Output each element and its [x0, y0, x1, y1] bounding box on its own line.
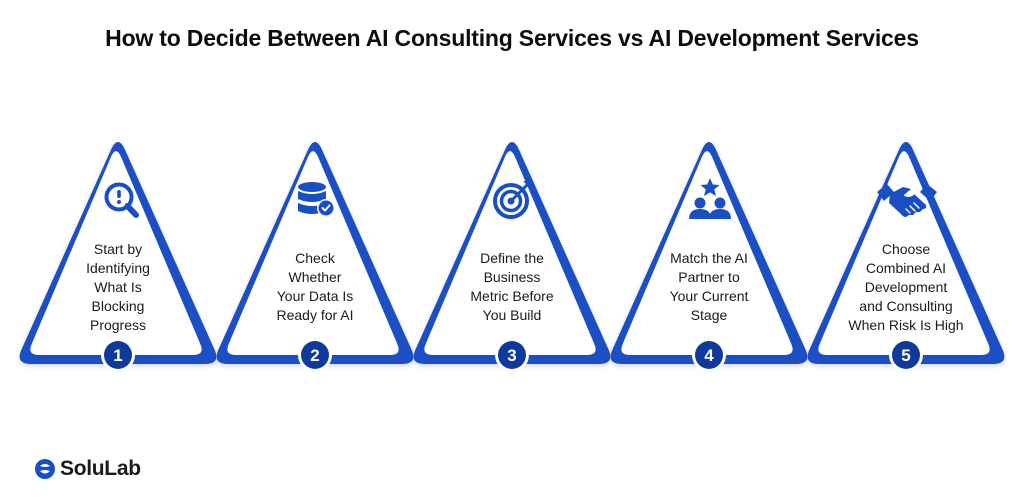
step-card [818, 151, 990, 355]
step-number: 5 [901, 346, 910, 365]
logo-text: SoluLab [60, 457, 141, 480]
step-card [227, 151, 399, 355]
step-label-line: When Risk Is High [848, 316, 964, 333]
target-arrow-icon [493, 181, 531, 219]
step-label-line: Your Data Is [276, 288, 354, 304]
team-star-icon [689, 178, 731, 219]
step-1: 1 [19, 142, 217, 372]
step-number: 2 [310, 346, 319, 365]
step-label-line: Whether [288, 269, 342, 285]
step-label-line: Identifying [86, 259, 150, 276]
step-number: 3 [507, 346, 516, 365]
step-label-line: What Is [94, 278, 142, 295]
step-label-line: Progress [89, 316, 147, 333]
step-label-line: Ready for AI [276, 307, 354, 323]
step-label-line: Match the AI [670, 250, 748, 266]
step-number: 1 [113, 346, 122, 365]
solulab-logo-icon [35, 459, 55, 479]
step-label-line: Start by [93, 240, 143, 257]
step-label-line: Partner to [678, 269, 740, 285]
step-5: 5 [807, 142, 1005, 372]
step-label-line: Development [864, 278, 948, 295]
step-number: 4 [704, 346, 714, 365]
step-card [424, 151, 596, 355]
step-label-line: Choose [881, 240, 931, 257]
step-label-line: Stage [690, 307, 728, 323]
database-check-icon [298, 182, 335, 217]
step-number-badge: 5 [889, 338, 923, 372]
step-card [30, 151, 202, 355]
step-label-line: Business [483, 269, 541, 285]
step-label-line: and Consulting [859, 297, 953, 314]
step-2: 2 [216, 142, 414, 372]
step-label-line: Combined AI [865, 259, 947, 276]
page-title: How to Decide Between AI Consulting Serv… [105, 25, 919, 51]
solulab-logo: SoluLab [34, 456, 141, 482]
step-label-line: Check [295, 250, 335, 266]
step-label-line: Blocking [91, 297, 145, 314]
step-number-badge: 4 [692, 338, 726, 372]
step-label-line: Metric Before [470, 288, 554, 304]
step-number-badge: 3 [495, 338, 529, 372]
step-label-line: Define the [480, 250, 544, 266]
step-4: 4 [610, 142, 808, 372]
step-3: 3 [413, 142, 611, 372]
step-number-badge: 2 [298, 338, 332, 372]
step-number-badge: 1 [101, 338, 135, 372]
search-alert-icon [104, 182, 139, 218]
step-label-line: Your Current [669, 288, 749, 304]
handshake-icon [877, 184, 937, 217]
step-label-line: You Build [482, 307, 542, 323]
step-card [621, 151, 793, 355]
